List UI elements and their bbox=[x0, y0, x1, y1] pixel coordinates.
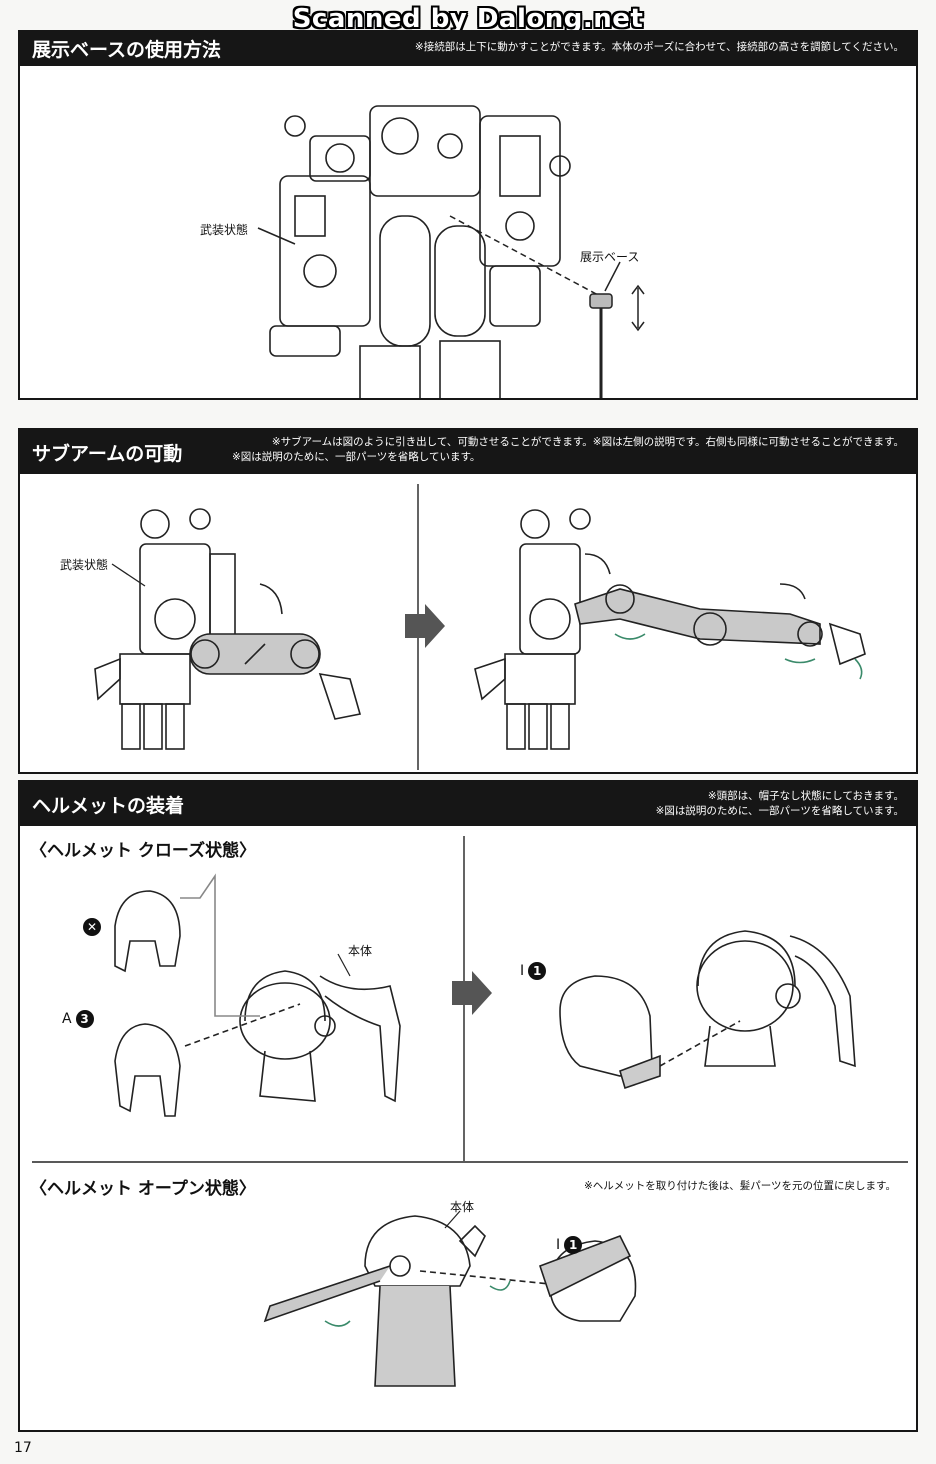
section-note-2: ※図は説明のために、一部パーツを省略しています。 bbox=[655, 805, 904, 817]
panel-sub-arm: 武装状態 bbox=[18, 472, 918, 774]
panel-display-base: 武装状態 展示ベース bbox=[18, 64, 918, 400]
excluded-part-x-icon: ✕ bbox=[83, 918, 101, 936]
helmet-illustration bbox=[32, 836, 908, 1387]
part-letter: I bbox=[556, 1237, 561, 1253]
panel-helmet: 〈ヘルメット クローズ状態〉 ✕ 本体 A 3 I 1 〈ヘルメット オープン状… bbox=[18, 824, 918, 1432]
part-i1-label-open: I 1 bbox=[556, 1236, 583, 1254]
open-note: ※ヘルメットを取り付けた後は、髪パーツを元の位置に戻します。 bbox=[583, 1180, 896, 1192]
scan-watermark: Scanned by Dalong.net bbox=[292, 4, 644, 34]
open-heading: 〈ヘルメット オープン状態〉 bbox=[30, 1179, 256, 1199]
part-i1-label-closed: I 1 bbox=[520, 962, 547, 980]
part-letter: I bbox=[520, 963, 525, 979]
section-title: 展示ベースの使用方法 bbox=[32, 39, 222, 61]
part-number-badge: 1 bbox=[528, 962, 547, 980]
section-note-1: ※サブアームは図のように引き出して、可動させることができます。※図は左側の説明で… bbox=[271, 436, 904, 448]
section-note-2: ※図は説明のために、一部パーツを省略しています。 bbox=[232, 451, 481, 463]
page-number: 17 bbox=[14, 1440, 32, 1456]
sub-arm-illustration bbox=[94, 484, 866, 770]
label-body-open: 本体 bbox=[450, 1200, 475, 1214]
part-number-badge: 3 bbox=[75, 1010, 94, 1028]
label-armed-state: 武装状態 bbox=[60, 558, 109, 572]
section-note-1: ※頭部は、帽子なし状態にしておきます。 bbox=[707, 790, 904, 802]
label-armed-state: 武装状態 bbox=[200, 223, 249, 237]
label-display-base: 展示ベース bbox=[580, 250, 640, 264]
section-header-sub-arm: サブアームの可動 ※サブアームは図のように引き出して、可動させることができます。… bbox=[18, 428, 918, 472]
part-number-badge: 1 bbox=[564, 1236, 583, 1254]
label-body-closed: 本体 bbox=[348, 944, 373, 958]
section-title: ヘルメットの装着 bbox=[32, 795, 185, 817]
part-a3-label: A 3 bbox=[62, 1010, 94, 1028]
robot-display-illustration bbox=[257, 105, 645, 398]
section-header-helmet: ヘルメットの装着 ※頭部は、帽子なし状態にしておきます。 ※図は説明のために、一… bbox=[18, 780, 918, 824]
section-header-display-base: 展示ベースの使用方法 ※接続部は上下に動かすことができます。本体のポーズに合わせ… bbox=[18, 30, 918, 64]
section-title: サブアームの可動 bbox=[32, 443, 183, 465]
section-note: ※接続部は上下に動かすことができます。本体のポーズに合わせて、接続部の高さを調節… bbox=[414, 41, 904, 53]
part-letter: A bbox=[62, 1011, 72, 1027]
closed-heading: 〈ヘルメット クローズ状態〉 bbox=[30, 841, 257, 861]
